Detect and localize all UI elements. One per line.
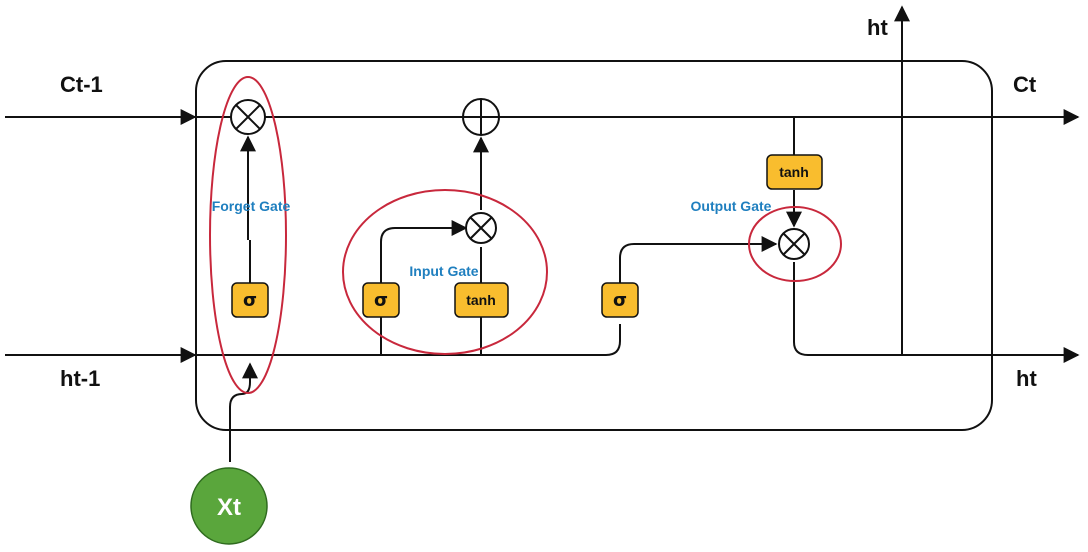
- output-gate-label: Output Gate: [691, 198, 772, 214]
- output-mult-to-hidden: [793, 262, 1080, 363]
- xt-input-line: [229, 362, 258, 462]
- forget-gate-highlight: [209, 76, 287, 394]
- input-gate-highlight: [342, 189, 548, 355]
- output-sigma-to-mult: [619, 236, 778, 283]
- input-gate-label: Input Gate: [409, 263, 478, 279]
- forget-gate-label: Forget Gate: [212, 198, 291, 214]
- xt-input-node: Xt: [190, 467, 268, 545]
- cell-add-node: [462, 98, 500, 136]
- cell-container: [195, 60, 993, 431]
- output-multiply-node: [778, 228, 810, 260]
- hidden-out-right-label: ht: [1016, 366, 1037, 391]
- input-sigma-to-mult: [380, 220, 468, 283]
- input-multiply-node: [465, 212, 497, 244]
- cell-state-prev-label: Ct-1: [60, 72, 103, 97]
- cell-state-next-label: Ct: [1013, 72, 1037, 97]
- forget-sigma-box: σ: [231, 282, 269, 318]
- xt-label: Xt: [217, 494, 241, 521]
- input-sigma-box: σ: [362, 282, 400, 318]
- cell-tanh-label: tanh: [779, 164, 809, 180]
- forget-sigma-label: σ: [243, 290, 257, 311]
- output-sigma-box: σ: [601, 282, 639, 318]
- output-sigma-label: σ: [613, 290, 627, 311]
- forget-multiply-node: [230, 99, 266, 135]
- hidden-prev-label: ht-1: [60, 366, 100, 391]
- input-tanh-label: tanh: [466, 292, 496, 308]
- hidden-out-top-label: ht: [867, 15, 888, 40]
- input-tanh-box: tanh: [454, 282, 509, 318]
- cell-tanh-box: tanh: [766, 154, 823, 190]
- hidden-combined-line: [196, 324, 621, 356]
- input-sigma-label: σ: [374, 290, 388, 311]
- output-gate-highlight: [748, 206, 842, 282]
